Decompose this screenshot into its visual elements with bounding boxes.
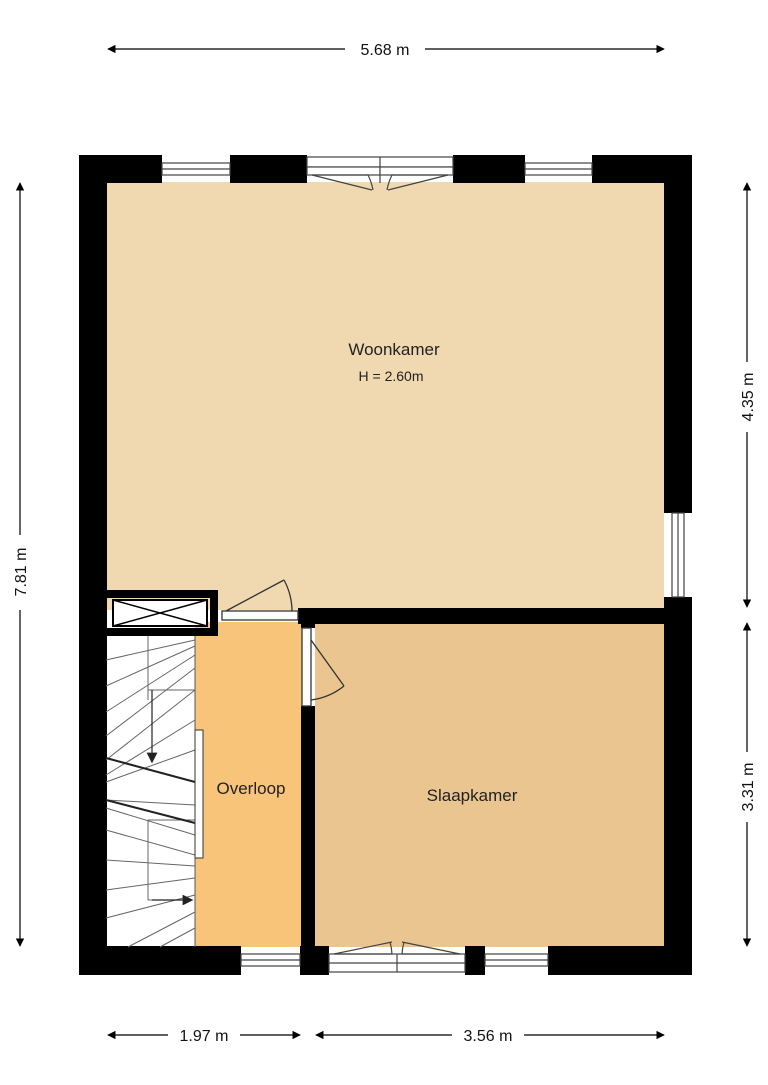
woonkamer-label: Woonkamer	[348, 340, 440, 359]
door-woonkamer	[221, 579, 299, 621]
dim-bottom-right: 3.56 m	[464, 1028, 513, 1045]
stairs	[105, 636, 196, 948]
balcony-doors-bottom	[328, 941, 466, 973]
slaapkamer-label: Slaapkamer	[427, 786, 518, 805]
walls	[79, 155, 692, 975]
shaft	[112, 599, 208, 627]
dimension-lines	[15, 44, 752, 1040]
balcony-doors-top	[306, 156, 454, 191]
windows	[161, 162, 685, 967]
overloop-floor	[195, 622, 303, 947]
stair-handrail	[194, 729, 204, 859]
overloop-label: Overloop	[217, 779, 286, 798]
dim-right-upper: 4.35 m	[740, 373, 757, 422]
dim-right-lower: 3.31 m	[740, 763, 757, 812]
door-slaapkamer	[301, 627, 345, 707]
slaapkamer-floor	[315, 622, 664, 947]
dim-left: 7.81 m	[13, 548, 30, 597]
dim-top: 5.68 m	[361, 42, 410, 59]
woonkamer-floor	[106, 182, 664, 610]
woonkamer-height: H = 2.60m	[359, 368, 424, 384]
dim-bottom-left: 1.97 m	[180, 1028, 229, 1045]
stairs-floor	[106, 636, 195, 947]
